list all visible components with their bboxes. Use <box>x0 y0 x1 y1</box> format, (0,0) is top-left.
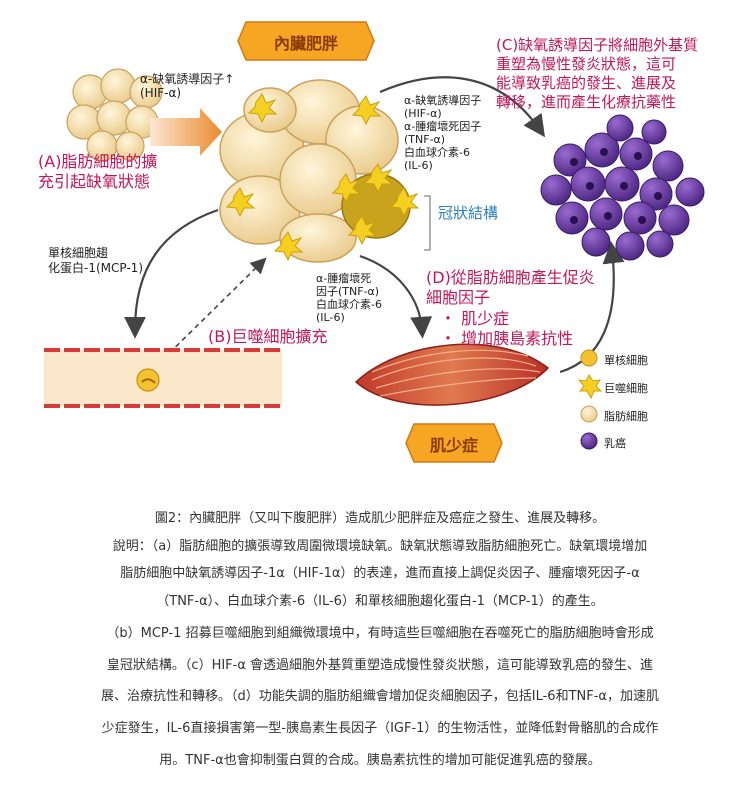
figure-title: 圖2：內臟肥胖（又叫下腹肥胖）造成肌少肥胖症及癌症之發生、進展及轉移。 <box>154 511 606 526</box>
sarcopenia-badge-bg <box>405 423 503 463</box>
macrophage-icon <box>577 374 603 400</box>
mcp-label: 單核細胞趨 化蛋白-1(MCP-1) <box>48 246 143 275</box>
expansion-arrow <box>150 108 222 156</box>
caption-line-7: 少症發生，IL-6直接損害第一型-胰島素生長因子（IGF-1）的生物活性，並降低… <box>101 721 659 736</box>
label-a: (A)脂肪細胞的擴 充引起缺氧狀態 <box>38 152 158 191</box>
label-d-item-2: ・ 增加胰島素抗性 <box>440 329 574 348</box>
muscle-tissue <box>354 343 550 406</box>
caption-line-5: 皇冠狀結構。（c）HIF-α 會透過細胞外基質重塑造成慢性發炎狀態，這可能導致乳… <box>106 658 654 673</box>
caption-line-6: 展、治療抗性和轉移。（d）功能失調的脂肪組織會增加促炎細胞因子，包括IL-6和T… <box>101 689 659 704</box>
breast-cancer-cell-icon <box>580 432 598 450</box>
label-b: (B)巨噬細胞擴充 <box>208 327 328 346</box>
crown-label: 冠狀結構 <box>438 204 499 222</box>
diagram-canvas <box>44 68 705 450</box>
label-c: (C)缺氧誘導因子將細胞外基質 重塑為慢性發炎狀態，這可 能導致乳癌的發生、進展… <box>496 36 699 111</box>
arrow-muscle-to-cancer <box>559 241 625 374</box>
label-d-item-1: ・ 肌少症 <box>440 309 510 328</box>
legend-adipocyte: 脂肪細胞 <box>604 410 648 423</box>
label-d-title: (D)從脂肪細胞產生促炎 細胞因子 <box>426 268 595 307</box>
visceral-obesity-badge-bg <box>237 21 375 61</box>
legend-macrophage: 巨噬細胞 <box>604 382 648 395</box>
arrow-macrophage-recruit <box>149 257 267 373</box>
arrow-to-vessel <box>124 208 219 339</box>
caption-line-1: 說明：（a）脂肪細胞的擴張導致周圍微環境缺氧。缺氧狀態導致脂肪細胞死亡。缺氧環境… <box>112 539 648 554</box>
adipocyte-icon <box>580 405 598 423</box>
legend-breast-cancer: 乳癌 <box>604 437 626 450</box>
caption-line-2: 脂肪細胞中缺氧誘導因子-1α（HIF-1α）的表達，進而直接上調促炎因子、腫瘤壞… <box>120 566 640 581</box>
blood-vessel <box>44 348 282 408</box>
caption-line-3: （TNF-α）、白血球介素-6（IL-6）和單核細胞趨化蛋白-1（MCP-1）的… <box>156 594 604 609</box>
factors-mid: α-腫瘤壞死 因子(TNF-α) 白血球介素-6 (IL-6) <box>316 272 382 324</box>
arrow-to-cancer <box>379 76 546 138</box>
large-fat-tissue <box>219 79 420 263</box>
visceral-obesity-badge: 內臟肥胖 <box>273 34 338 53</box>
caption-line-8: 用。TNF-α也會抑制蛋白質的合成。胰島素抗性的增加可能促進乳癌的發展。 <box>159 753 601 768</box>
cancer-cluster <box>540 114 705 261</box>
crown-bracket <box>424 195 431 251</box>
legend-monocyte: 單核細胞 <box>604 354 648 367</box>
factors-top: α-缺氧誘導因子 (HIF-α) α-腫瘤壞死因子 (TNF-α) 白血球介素-… <box>404 94 482 172</box>
monocyte-icon <box>580 349 598 367</box>
sarcopenia-badge: 肌少症 <box>429 436 478 455</box>
caption-line-4: （b）MCP-1 招募巨噬細胞到組織微環境中，有時這些巨噬細胞在吞噬死亡的脂肪細… <box>106 626 654 641</box>
hif-label: α-缺氧誘導因子↑ (HIF-α) <box>140 72 235 100</box>
arrow-to-muscle <box>359 254 433 339</box>
legend-icons <box>577 349 603 450</box>
